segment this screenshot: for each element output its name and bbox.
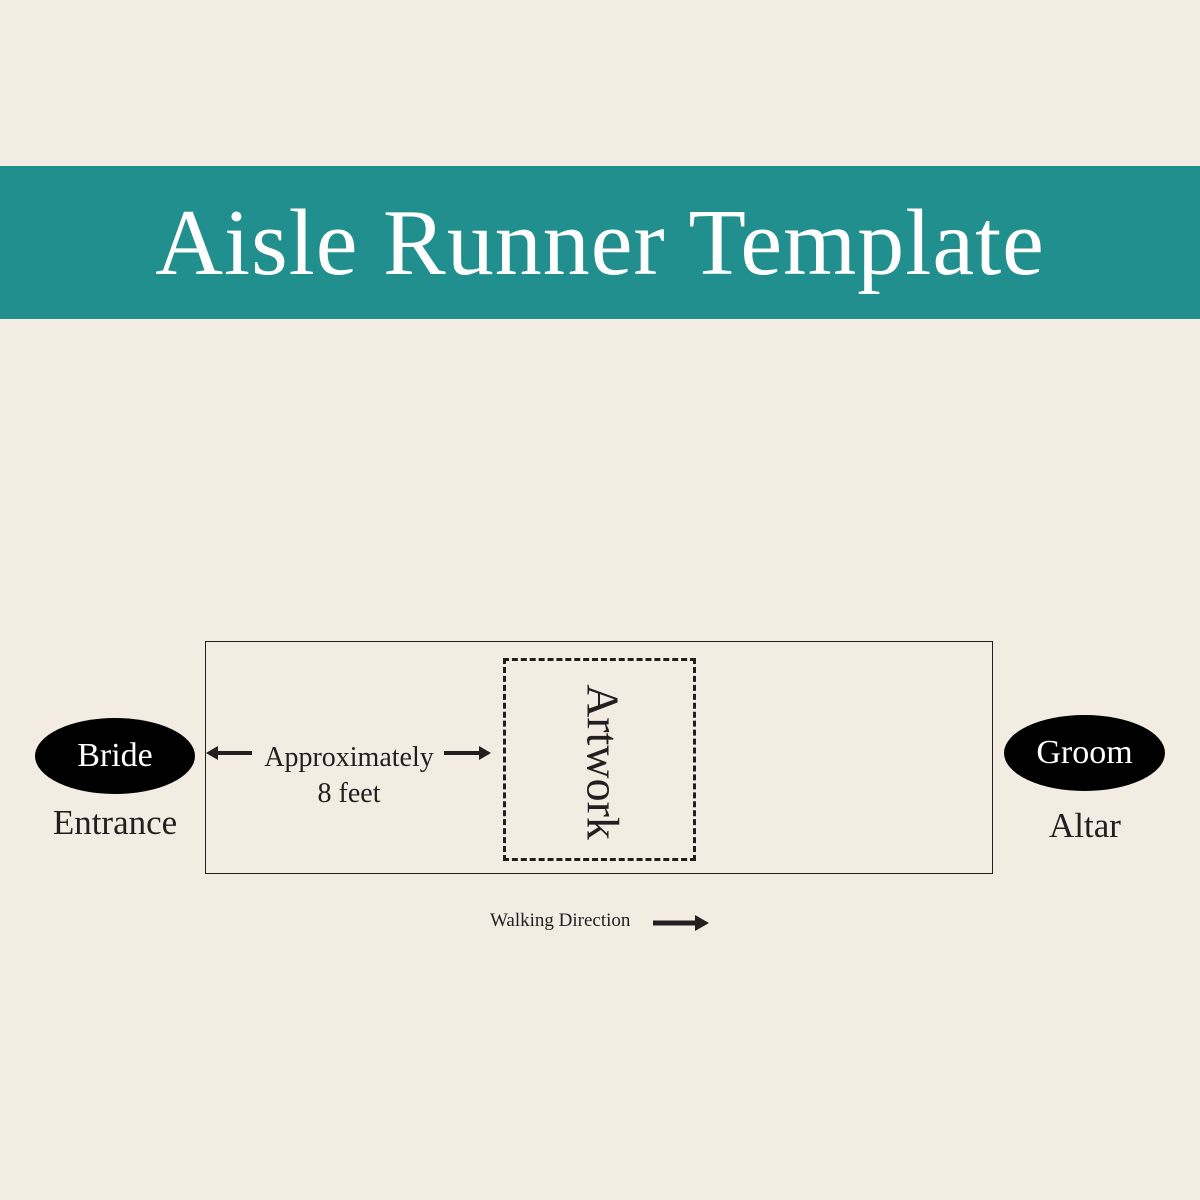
distance-label: Approximately 8 feet <box>250 740 448 812</box>
page-title: Aisle Runner Template <box>155 190 1045 295</box>
walking-direction-arrow-icon <box>653 915 709 931</box>
right-arrow-icon <box>444 746 491 760</box>
artwork-placement-box <box>503 658 696 861</box>
groom-label: Groom <box>1036 734 1133 771</box>
distance-label-line2: 8 feet <box>317 778 381 809</box>
left-arrow-icon <box>206 746 252 760</box>
walking-direction-label: Walking Direction <box>490 910 631 931</box>
aisle-runner-outline <box>205 641 993 874</box>
bride-label: Bride <box>77 737 153 774</box>
distance-label-line1: Approximately <box>264 742 434 773</box>
entrance-label: Entrance <box>52 803 178 842</box>
altar-label: Altar <box>1049 806 1121 845</box>
groom-oval: Groom <box>1004 715 1165 791</box>
bride-oval: Bride <box>35 718 195 794</box>
title-banner: Aisle Runner Template <box>0 166 1200 319</box>
